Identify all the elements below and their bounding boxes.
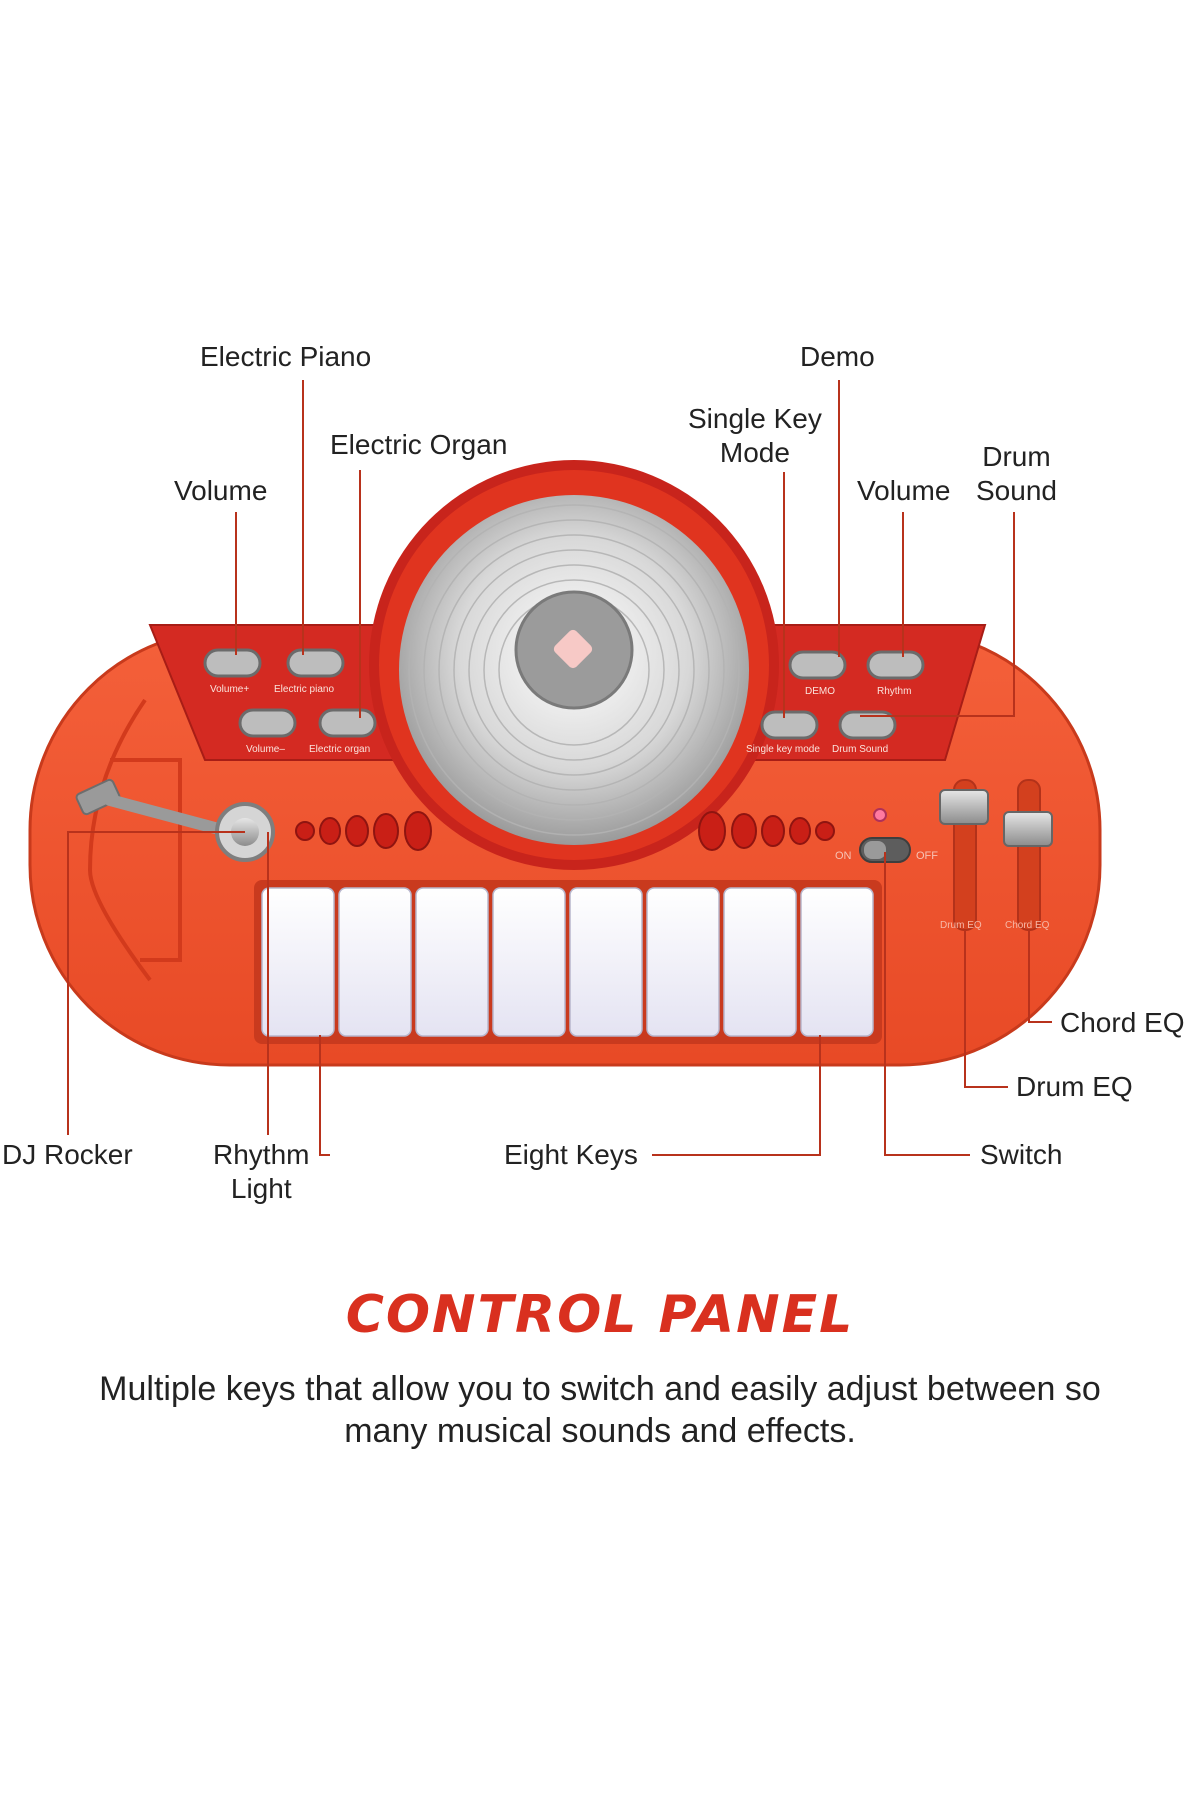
scratch-pad <box>87 698 182 982</box>
callout-single-key-mode: Single Key Mode <box>688 402 822 470</box>
callout-electric-organ: Electric Organ <box>330 429 508 460</box>
drum-eq-slider[interactable] <box>939 779 989 931</box>
rhythm-lights-left <box>295 811 432 851</box>
panel-label-drum-eq: Drum EQ <box>940 920 982 931</box>
piano-key-3[interactable] <box>415 887 489 1037</box>
turntable-disc[interactable] <box>369 460 779 870</box>
panel-label-demo: DEMO <box>805 686 835 697</box>
rhythm-button[interactable] <box>866 650 925 680</box>
callout-chord-eq: Chord EQ <box>1060 1007 1185 1038</box>
piano-key-1[interactable] <box>261 887 335 1037</box>
panel-label-volume-plus: Volume+ <box>210 684 250 695</box>
piano-keys <box>254 880 882 1044</box>
callout-drum-sound-line1: Drum <box>982 441 1051 472</box>
callout-eight-keys: Eight Keys <box>504 1139 638 1170</box>
piano-key-4[interactable] <box>492 887 566 1037</box>
control-panel-heading: CONTROL PANEL <box>345 1285 855 1345</box>
leader-lines <box>67 380 1052 1156</box>
callout-rhythm-light-line1: Rhythm <box>213 1139 310 1170</box>
callout-demo: Demo <box>800 341 875 372</box>
volume-minus-button[interactable] <box>238 708 297 738</box>
rhythm-lights-right <box>698 811 835 851</box>
callout-switch: Switch <box>980 1139 1063 1170</box>
power-led <box>873 808 887 822</box>
switch-on-label: ON <box>835 850 852 862</box>
demo-button[interactable] <box>788 650 847 680</box>
callout-drum-sound: Drum Sound <box>976 440 1057 508</box>
panel-label-single-key-mode: Single key mode <box>746 744 820 755</box>
single-key-mode-button[interactable] <box>760 710 819 740</box>
panel-label-rhythm: Rhythm <box>877 686 912 697</box>
switch-off-label: OFF <box>916 850 938 862</box>
panel-label-volume-minus: Volume– <box>246 744 285 755</box>
piano-key-2[interactable] <box>338 887 412 1037</box>
electric-organ-button[interactable] <box>318 708 377 738</box>
panel-label-drum-sound: Drum Sound <box>832 744 889 755</box>
callout-electric-piano: Electric Piano <box>200 341 372 372</box>
callout-single-key-mode-line2: Mode <box>719 437 790 468</box>
piano-key-6[interactable] <box>646 887 720 1037</box>
piano-key-7[interactable] <box>723 887 797 1037</box>
description-line-1: Multiple keys that allow you to switch a… <box>99 1370 1101 1408</box>
power-switch[interactable] <box>859 837 911 863</box>
callout-single-key-mode-line1: Single Key <box>688 403 822 434</box>
callout-rhythm-light-line2: Light <box>230 1173 292 1204</box>
callout-rhythm-light: Rhythm Light <box>213 1138 309 1206</box>
chord-eq-slider[interactable] <box>1003 779 1053 931</box>
panel-label-chord-eq: Chord EQ <box>1005 920 1050 931</box>
panel-label-electric-organ: Electric organ <box>309 744 371 755</box>
description: Multiple keys that allow you to switch a… <box>0 1368 1200 1452</box>
callout-dj-rocker: DJ Rocker <box>2 1139 133 1170</box>
callout-drum-sound-line2: Sound <box>976 475 1057 506</box>
callout-drum-eq: Drum EQ <box>1016 1071 1133 1102</box>
panel-label-electric-piano: Electric piano <box>274 684 335 695</box>
callout-volume-left: Volume <box>174 475 268 506</box>
drum-sound-button[interactable] <box>838 710 897 740</box>
electric-piano-button[interactable] <box>286 648 345 678</box>
callout-volume-right: Volume <box>857 475 951 506</box>
piano-key-5[interactable] <box>569 887 643 1037</box>
volume-plus-button[interactable] <box>203 648 262 678</box>
piano-key-8[interactable] <box>800 887 874 1037</box>
description-line-2: many musical sounds and effects. <box>344 1412 856 1450</box>
